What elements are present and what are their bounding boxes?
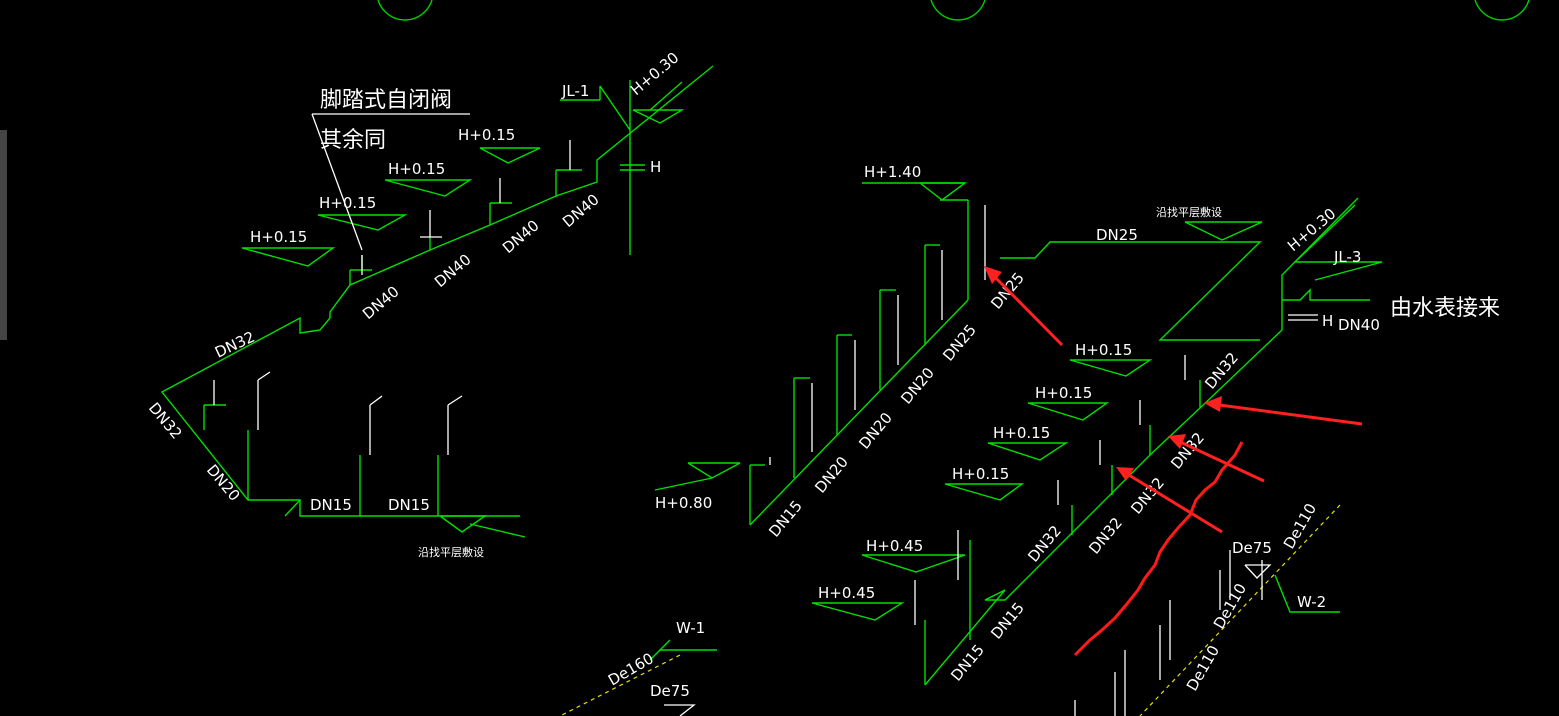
drain-de110-c: De110 [1183, 642, 1223, 694]
left-system-labels: 脚踏式自闭阀 其余同 JL-1 H+0.30 H H+0.15 H+0.15 H… [145, 48, 682, 559]
right-top-elevation: H+1.40 [864, 163, 921, 181]
axis-markers [377, 0, 1530, 21]
right-system-labels: H+1.40 DN25 沿找平层敷设 JL-3 H+0.30 由水表接来 DN4… [655, 163, 1500, 685]
left-dn40-b: DN40 [499, 216, 543, 257]
left-elev-2: H+0.15 [388, 160, 445, 178]
left-dn32-a: DN32 [212, 328, 258, 362]
right-elev-2: H+0.15 [1035, 384, 1092, 402]
riser-label-jl1: JL-1 [561, 82, 589, 100]
right-dn20-c: DN20 [811, 453, 852, 497]
red-arrow-1 [988, 270, 1064, 347]
right-top-elev2: H+0.30 [1284, 204, 1339, 255]
right-dn25-b: DN25 [939, 321, 980, 365]
source-note: 由水表接来 [1390, 296, 1500, 321]
right-elev-3: H+0.15 [993, 424, 1050, 442]
right-elev-1: H+0.15 [1075, 341, 1132, 359]
right-water-supply-system [654, 182, 1383, 686]
right-dn32-e: DN32 [1024, 522, 1065, 566]
right-dn25-top: DN25 [1096, 226, 1138, 244]
right-dn32-a: DN32 [1201, 349, 1242, 393]
left-elev-3: H+0.15 [319, 194, 376, 212]
right-dn40: DN40 [1338, 316, 1380, 334]
drain-w1: W-1 [676, 619, 705, 637]
right-dn15-b: DN15 [987, 599, 1028, 643]
red-arrowhead-4 [1116, 467, 1134, 481]
left-dn15-a: DN15 [310, 496, 352, 514]
left-dn40-a: DN40 [559, 190, 603, 231]
drainage-lines [559, 504, 1341, 716]
left-dn32-b: DN32 [145, 399, 186, 443]
red-arrow-2 [1211, 402, 1363, 426]
right-elev-4: H+0.15 [952, 465, 1009, 483]
left-elev-1: H+0.15 [458, 126, 515, 144]
red-arrow-4 [1123, 470, 1223, 534]
right-elev-045b: H+0.45 [818, 584, 875, 602]
left-dn15-b: DN15 [388, 496, 430, 514]
right-h-mark: H [1322, 312, 1333, 330]
right-floor-note: 沿找平层敷设 [1156, 205, 1222, 219]
red-arrowhead-2 [1204, 396, 1222, 412]
left-dn40-d: DN40 [359, 282, 403, 323]
right-dn20-a: DN20 [897, 364, 938, 408]
right-elev-080: H+0.80 [655, 494, 712, 512]
red-arrowhead-1 [984, 266, 1002, 284]
left-top-elevation: H+0.30 [627, 48, 682, 99]
left-edge-bar [0, 130, 7, 340]
drain-w2: W-2 [1297, 593, 1326, 611]
red-arrow-3 [1175, 438, 1265, 483]
left-dn20: DN20 [203, 461, 244, 505]
left-elev-4: H+0.15 [250, 228, 307, 246]
drain-de110-a: De110 [1280, 500, 1320, 552]
left-dn40-c: DN40 [431, 250, 475, 291]
left-water-supply-system [160, 65, 714, 538]
right-dn32-d: DN32 [1085, 514, 1126, 558]
red-arrowhead-3 [1168, 434, 1186, 449]
right-elev-045a: H+0.45 [866, 537, 923, 555]
red-annotations [984, 266, 1363, 657]
left-floor-note: 沿找平层敷设 [418, 545, 484, 559]
drain-de75-a: De75 [650, 682, 690, 700]
valve-note-line1: 脚踏式自闭阀 [320, 88, 452, 113]
riser-label-jl3: JL-3 [1333, 248, 1361, 266]
right-dn15-c: DN15 [947, 641, 988, 685]
right-dn20-b: DN20 [855, 409, 896, 453]
valve-note-line2: 其余同 [320, 128, 386, 153]
left-h-mark: H [650, 158, 661, 176]
red-freehand-line [1073, 441, 1244, 657]
drain-de75-b: De75 [1232, 539, 1272, 557]
